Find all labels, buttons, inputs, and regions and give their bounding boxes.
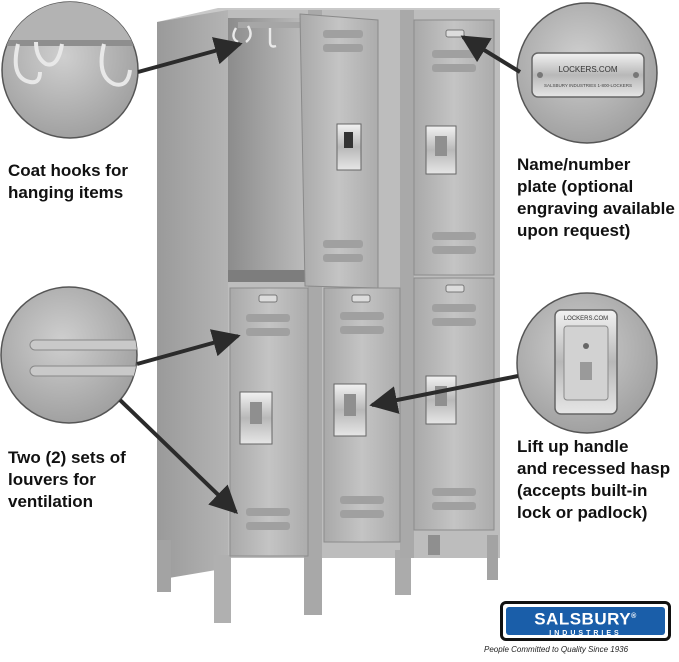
door-bottom-left	[229, 287, 309, 557]
nameplate-text: LOCKERS.COM	[558, 65, 617, 74]
nameplate-icon	[258, 294, 278, 303]
arrow-icon	[137, 37, 243, 74]
callout-arrows	[118, 35, 522, 514]
nameplate-icon	[445, 284, 465, 293]
locker-leg	[428, 535, 440, 555]
brand-subtitle: INDUSTRIES	[549, 629, 622, 637]
brand-name: SALSBURY®	[534, 609, 637, 629]
arrow-icon	[369, 374, 519, 414]
arrow-icon	[460, 35, 522, 74]
locker-leg	[487, 535, 498, 580]
open-door	[299, 13, 379, 289]
caption-louvers: Two (2) sets of louvers for ventilation	[8, 447, 126, 513]
coat-hook-icon	[268, 28, 277, 48]
arrow-icon	[118, 398, 239, 514]
caption-line: ventilation	[8, 492, 94, 511]
locker-leg	[304, 555, 322, 615]
louver-icon	[29, 365, 137, 377]
caption-line: plate (optional	[517, 177, 634, 196]
brand-logo-inner: SALSBURY® INDUSTRIES	[506, 607, 665, 637]
handle-plate-text: LOCKERS.COM	[564, 316, 608, 322]
caption-nameplate: Name/number plate (optional engraving av…	[517, 154, 675, 242]
door-bottom-middle	[323, 287, 401, 543]
locker-leg	[395, 550, 411, 595]
caption-handle: Lift up handle and recessed hasp (accept…	[517, 436, 670, 524]
caption-line: Two (2) sets of	[8, 448, 126, 467]
caption-line: hanging items	[8, 183, 124, 202]
caption-line: engraving available	[517, 199, 675, 218]
caption-line: louvers for	[8, 470, 96, 489]
detail-circle-handle: LOCKERS.COM	[516, 292, 658, 434]
nameplate-icon	[445, 29, 465, 38]
caption-line: and recessed hasp	[517, 459, 671, 478]
locker-leg	[214, 555, 231, 623]
brand-tagline: People Committed to Quality Since 1936	[484, 645, 629, 654]
caption-line: Lift up handle	[517, 437, 629, 456]
nameplate-icon	[351, 294, 371, 303]
nameplate-icon	[531, 52, 645, 98]
arrow-icon	[136, 329, 241, 366]
caption-line: (accepts built-in	[517, 481, 648, 500]
nameplate-subtext: SALSBURY INDUSTRIES 1-800-LOCKERS	[544, 83, 632, 88]
caption-line: lock or padlock)	[517, 503, 648, 522]
locker-leg	[157, 540, 171, 592]
louver-icon	[29, 339, 137, 351]
caption-line: Name/number	[517, 155, 631, 174]
detail-circle-nameplate: LOCKERS.COM SALSBURY INDUSTRIES 1-800-LO…	[516, 2, 658, 144]
caption-coat-hooks: Coat hooks for hanging items	[8, 160, 128, 204]
door-bottom-right	[413, 277, 495, 531]
detail-circle-hooks	[1, 1, 139, 139]
brand-logo: SALSBURY® INDUSTRIES	[500, 601, 671, 641]
coat-hook-icon	[13, 43, 42, 85]
coat-hook-icon	[99, 43, 132, 87]
caption-line: Coat hooks for	[8, 161, 128, 180]
door-top-right	[413, 19, 495, 276]
caption-line: upon request)	[517, 221, 631, 240]
open-compartment	[228, 18, 308, 282]
detail-circle-louvers	[0, 286, 138, 424]
coat-hook-icon	[34, 41, 64, 67]
